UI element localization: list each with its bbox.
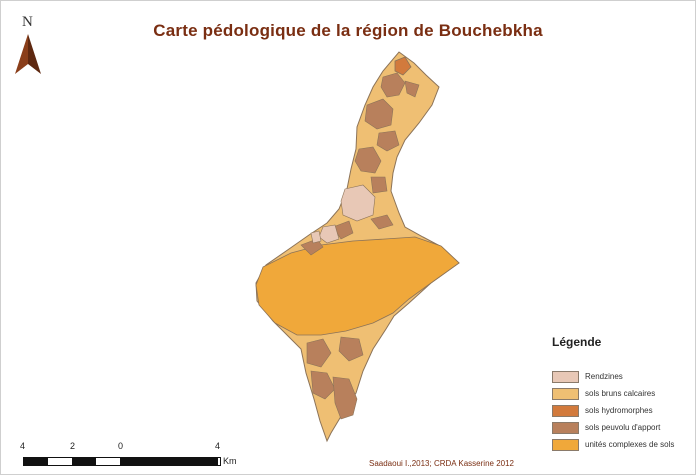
legend-swatch (552, 421, 579, 434)
legend-title: Légende (552, 335, 602, 349)
scale-tick: 0 (118, 441, 124, 451)
scale-tick: 4 (215, 441, 221, 451)
legend-item-unites-complexes: unités complexes de sols (552, 436, 674, 453)
legend: Rendzines sols bruns calcaires sols hydr… (552, 368, 674, 453)
legend-item-sols-apport: sols peuvolu d'apport (552, 419, 674, 436)
legend-swatch (552, 438, 579, 451)
legend-item-sols-bruns-calcaires: sols bruns calcaires (552, 385, 674, 402)
legend-swatch (552, 387, 579, 400)
zones-sols-apport (300, 72, 420, 420)
zones-rendzines (310, 184, 376, 244)
legend-label: sols peuvolu d'apport (585, 423, 661, 432)
scale-unit: Km (223, 456, 237, 466)
legend-swatch (552, 370, 579, 383)
zone-unites-complexes (255, 236, 460, 336)
zone-sols-hydromorphes (394, 56, 412, 76)
source-credit: Saadaoui I.,2013; CRDA Kasserine 2012 (369, 459, 514, 468)
map-title: Carte pédologique de la région de Bouche… (153, 21, 543, 40)
north-arrow-icon (15, 34, 41, 74)
scale-tick: 2 (70, 441, 76, 451)
legend-label: unités complexes de sols (585, 440, 675, 449)
legend-label: Rendzines (585, 372, 623, 381)
legend-label: sols hydromorphes (585, 406, 653, 415)
north-label: N (22, 14, 33, 30)
scale-tick: 4 (20, 441, 26, 451)
legend-label: sols bruns calcaires (585, 389, 656, 398)
scale-bar-segments (23, 457, 221, 466)
legend-item-rendzines: Rendzines (552, 368, 674, 385)
legend-swatch (552, 404, 579, 417)
legend-item-sols-hydromorphes: sols hydromorphes (552, 402, 674, 419)
